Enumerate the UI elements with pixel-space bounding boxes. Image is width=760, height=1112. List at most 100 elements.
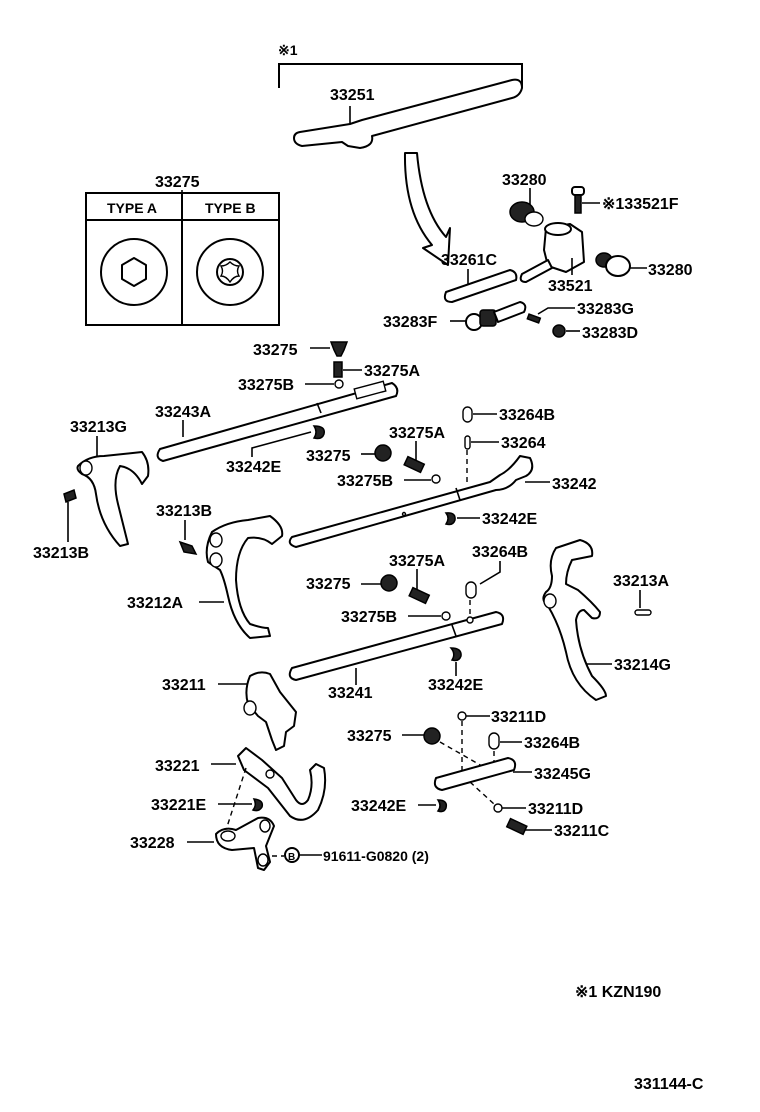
label-33275-low: 33275 — [306, 576, 351, 593]
part-33283D[interactable]: 33283D — [552, 324, 638, 342]
label-33275B-top: 33275B — [238, 377, 294, 394]
leader-33264B-2 — [479, 561, 501, 585]
lever-33228-eye-1 — [259, 819, 271, 833]
shift-head-33521-arm — [519, 259, 553, 283]
part-33283G[interactable]: 33283G — [526, 301, 634, 324]
part-33213G[interactable]: 33213G — [70, 419, 150, 547]
assembly-line-33211D-bot — [469, 781, 495, 805]
part-33213B-left[interactable]: 33213B — [33, 488, 89, 562]
lever-33228-eye-2 — [257, 853, 269, 867]
part-33242E-4[interactable]: 33242E — [351, 798, 448, 815]
part-33264B-3[interactable]: 33264B — [488, 732, 580, 764]
label-33275A-low: 33275A — [389, 553, 445, 570]
leader-33242E-1 — [251, 431, 312, 457]
part-33242E-2[interactable]: 33242E — [444, 511, 537, 528]
spring-33275A-mid — [403, 455, 426, 474]
part-33211[interactable]: 33211 — [162, 671, 297, 751]
part-91611-G0820[interactable]: B 91611-G0820 (2) — [272, 847, 429, 864]
label-33213G: 33213G — [70, 419, 127, 436]
part-33245G[interactable]: 33245G — [433, 757, 591, 805]
part-33241[interactable]: 33241 — [288, 611, 505, 702]
part-133521F[interactable]: ※133521F — [571, 186, 679, 214]
clip-33242E-1 — [312, 425, 326, 440]
label-33241: 33241 — [328, 685, 373, 702]
label-33275B-low: 33275B — [341, 609, 397, 626]
part-33275-bot[interactable]: 33275 — [347, 727, 483, 767]
clip-33242E-3 — [449, 647, 462, 662]
part-33264B-2[interactable]: 33264B — [465, 544, 528, 614]
ring-33264B-2 — [465, 581, 477, 599]
part-33221[interactable]: 33221 — [155, 747, 327, 831]
label-33264B-2: 33264B — [472, 544, 528, 561]
part-33242E-1[interactable]: 33242E — [226, 425, 326, 476]
shaft-33242-hole — [401, 511, 407, 517]
part-33275-mid[interactable]: 33275 — [306, 444, 392, 465]
part-33275-top[interactable]: 33275 — [253, 341, 349, 359]
part-33211D-bot[interactable]: 33211D — [493, 801, 583, 818]
part-33275B-mid[interactable]: 33275B — [337, 473, 441, 490]
assembly-line-33275-bot — [439, 741, 483, 767]
shift-head-33521-top — [544, 222, 572, 236]
part-33280-top[interactable]: 33280 — [502, 172, 547, 227]
shaft-33243A-notches — [353, 380, 387, 400]
part-33242E-3[interactable]: 33242E — [428, 647, 483, 694]
fork-33221-hole — [265, 769, 275, 779]
part-33275B-top[interactable]: 33275B — [238, 377, 344, 394]
shift-fork-33213G — [76, 451, 150, 547]
part-33275B-low[interactable]: 33275B — [341, 609, 451, 626]
label-33211D-bot: 33211D — [528, 801, 583, 818]
label-33275A-top: 33275A — [364, 363, 420, 380]
pin-33213A — [634, 609, 652, 616]
part-33214G[interactable]: 33214G — [542, 539, 671, 701]
plug-33280-top-tip — [524, 211, 544, 227]
label-33242E-1: 33242E — [226, 459, 281, 476]
part-33275A-low[interactable]: 33275A — [389, 553, 445, 605]
lever-33228-boss — [220, 830, 236, 842]
part-33283F[interactable]: 33283F — [383, 301, 527, 331]
shaft-33241-hole — [466, 616, 474, 624]
part-33275A-mid[interactable]: 33275A — [389, 425, 445, 474]
clip-33242E-2 — [444, 512, 456, 526]
part-33264B-1[interactable]: 33264B — [462, 406, 555, 424]
part-33242[interactable]: 33242 — [288, 455, 597, 548]
assembly-line-33221 — [225, 767, 247, 831]
part-33280-right[interactable]: 33280 — [595, 252, 693, 279]
label-33521: 33521 — [548, 278, 593, 295]
part-33211C[interactable]: 33211C — [505, 817, 610, 840]
part-33261C[interactable]: 33261C — [441, 252, 518, 303]
label-33261C: 33261C — [441, 252, 497, 269]
label-33280-right: 33280 — [648, 262, 693, 279]
ball-33211D-bot — [493, 803, 503, 813]
part-33243A[interactable]: 33243A — [155, 380, 399, 462]
fork-33214G-bore — [543, 593, 557, 609]
ball-33275B-top — [334, 379, 344, 389]
label-33275-top: 33275 — [253, 342, 298, 359]
footnote-model: ※1 KZN190 — [575, 984, 661, 1001]
plug-33275-mid — [374, 444, 392, 462]
bolt-33213B-mid — [178, 540, 198, 555]
ball-33275B-low — [441, 611, 451, 621]
part-33228[interactable]: 33228 — [130, 816, 275, 871]
part-33213B-mid[interactable]: 33213B — [156, 503, 212, 555]
part-33264[interactable]: 33264 — [464, 435, 546, 484]
label-33211: 33211 — [162, 677, 206, 694]
spring-33275A-top — [333, 361, 343, 378]
part-33275-low[interactable]: 33275 — [306, 574, 398, 593]
shift-shaft-33241 — [288, 611, 505, 681]
part-33211D-top[interactable]: 33211D — [457, 709, 546, 770]
plug-33275-low — [380, 574, 398, 592]
label-33264: 33264 — [501, 435, 546, 452]
part-33251[interactable]: 33251 — [293, 78, 523, 149]
fork-33213G-bore — [79, 460, 93, 476]
bracket-line — [278, 63, 523, 88]
part-33221E[interactable]: 33221E — [151, 797, 264, 814]
part-33213A[interactable]: 33213A — [613, 573, 669, 616]
label-33228: 33228 — [130, 835, 175, 852]
spring-33211C — [505, 817, 528, 836]
shift-shaft-33245G — [433, 757, 517, 791]
part-33521[interactable]: 33521 — [519, 222, 593, 295]
label-33275A-mid: 33275A — [389, 425, 445, 442]
part-33275A-top[interactable]: 33275A — [333, 361, 420, 380]
part-33212A[interactable]: 33212A — [127, 515, 284, 639]
label-33213B-left: 33213B — [33, 545, 89, 562]
